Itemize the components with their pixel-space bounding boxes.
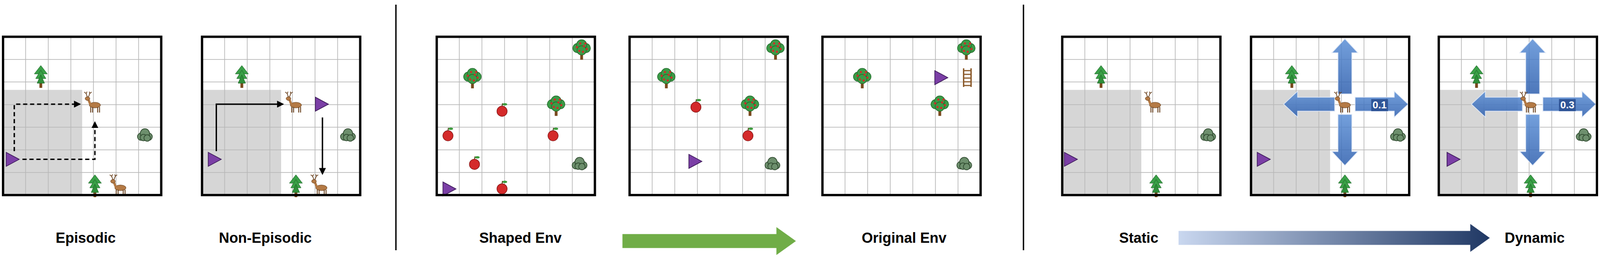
pine-tree: [289, 174, 303, 198]
grid-world: [1062, 36, 1221, 198]
pine-tree: [1149, 174, 1163, 198]
pine-tree: [235, 65, 249, 88]
apple: [691, 98, 702, 113]
non-episodic-path: [321, 117, 323, 174]
start-region: [3, 89, 83, 195]
pine-tree: [34, 65, 48, 88]
deer: [1334, 91, 1351, 113]
setting-caption: Static: [1119, 229, 1159, 247]
pine-tree: [1285, 65, 1299, 88]
episodic-path: [22, 122, 95, 159]
grid-border: [1062, 36, 1221, 195]
agent-triangle: [1064, 152, 1078, 167]
pine-tree: [88, 174, 102, 198]
probability-label: 0.1: [1370, 98, 1389, 112]
agent-triangle: [1257, 152, 1271, 167]
apple-tree: [741, 95, 759, 116]
grid-border: [1251, 36, 1410, 195]
move-arrow: [1542, 91, 1596, 118]
setting-caption: Non-Episodic: [218, 229, 312, 247]
start-region: [1062, 89, 1142, 195]
bush: [340, 128, 356, 142]
grid-world: [1251, 36, 1410, 198]
agent-triangle: [6, 152, 20, 167]
bush: [956, 157, 972, 170]
apple-tree: [853, 68, 871, 89]
apple-tree: [572, 39, 591, 60]
bush: [1200, 128, 1216, 142]
agent-triangle: [442, 181, 456, 196]
deer: [84, 91, 101, 113]
apple-tree: [657, 68, 676, 89]
pine-tree: [1094, 65, 1108, 88]
divider: [395, 4, 396, 251]
move-arrow: [1355, 91, 1409, 118]
probability-label: 0.3: [1558, 98, 1576, 112]
bush: [1390, 128, 1406, 142]
grid-world: [436, 36, 595, 196]
bush: [572, 157, 587, 170]
bush: [1576, 128, 1592, 142]
agent-triangle: [208, 152, 222, 167]
progress-arrow: [622, 226, 796, 255]
pine-tree: [1469, 65, 1483, 88]
move-arrow: [1331, 38, 1358, 94]
agent-triangle: [315, 97, 329, 112]
grid-border: [822, 36, 981, 195]
episodic-path: [14, 104, 80, 152]
apple: [442, 127, 454, 141]
bush: [137, 128, 153, 142]
start-region: [202, 89, 282, 195]
divider: [1023, 4, 1024, 251]
apple: [469, 156, 480, 170]
agent-triangle: [1447, 152, 1461, 167]
apple-tree: [766, 39, 785, 60]
apple: [496, 180, 507, 195]
bush: [764, 157, 780, 170]
setting-caption: Dynamic: [1504, 229, 1565, 247]
non-episodic-path: [216, 104, 284, 152]
agent-triangle: [934, 70, 949, 85]
grid-border: [202, 36, 361, 195]
apple-tree: [547, 95, 566, 116]
trajectories: [14, 104, 323, 174]
deer: [1520, 91, 1537, 113]
move-arrow: [1471, 91, 1523, 118]
move-arrow: [1283, 91, 1335, 118]
pine-tree: [1524, 174, 1538, 198]
apple: [547, 127, 559, 141]
move-arrow: [1519, 114, 1546, 166]
grid-world: [1438, 36, 1597, 198]
setting-caption: Shaped Env: [479, 229, 562, 247]
move-arrow: [1519, 38, 1546, 94]
agent-triangle: [688, 154, 702, 169]
grid-world: [822, 36, 981, 195]
apple-tree: [957, 39, 975, 60]
deer: [285, 91, 302, 113]
grid-border: [3, 36, 162, 195]
ladder: [963, 68, 972, 87]
pine-tree: [1338, 174, 1352, 198]
grid-world: [3, 36, 162, 198]
apple-tree: [463, 68, 482, 89]
move-arrow: [1331, 114, 1358, 166]
apple: [743, 127, 754, 141]
apple: [496, 103, 507, 117]
dynamics-arrow: [1178, 223, 1490, 252]
grid-world: [629, 36, 788, 195]
setting-caption: Episodic: [55, 229, 116, 247]
setting-caption: Original Env: [861, 229, 947, 247]
grid-border: [436, 36, 595, 195]
apple-tree: [930, 95, 949, 116]
grid-world: [202, 36, 361, 198]
grid-border: [629, 36, 788, 195]
deer: [109, 174, 126, 196]
deer: [1144, 91, 1161, 113]
deer: [310, 174, 328, 196]
grid-border: [1438, 36, 1597, 195]
